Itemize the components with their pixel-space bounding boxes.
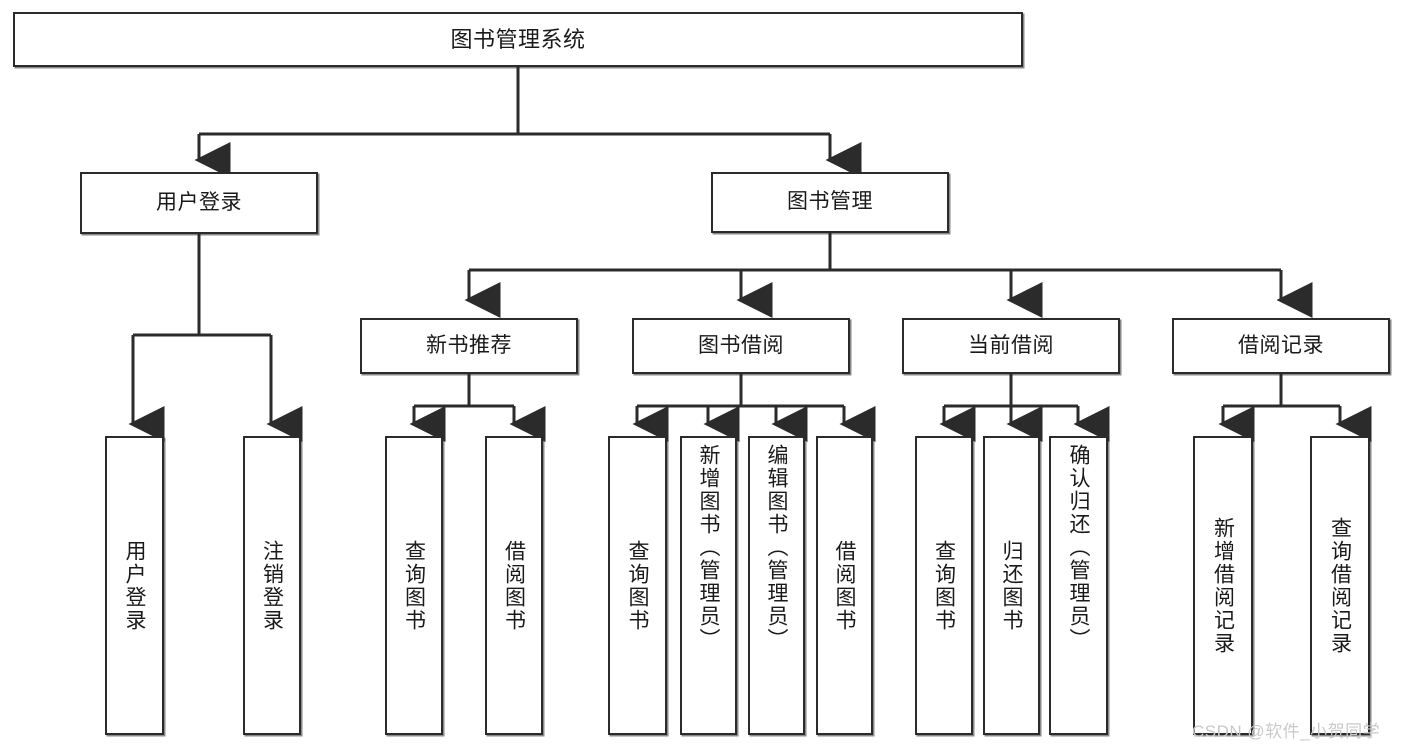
leaf-query-record-label: 查询借阅记录: [1328, 516, 1352, 655]
node-book-management-label: 图书管理: [787, 190, 873, 214]
leaf-return-book[interactable]: 归还图书: [983, 436, 1040, 735]
leaf-add-record-label: 新增借阅记录: [1211, 516, 1235, 655]
node-user-login[interactable]: 用户登录: [80, 172, 318, 234]
leaf-edit-book[interactable]: 编辑图书（管理员）: [748, 436, 805, 735]
node-root[interactable]: 图书管理系统: [13, 12, 1023, 67]
node-borrow-record[interactable]: 借阅记录: [1172, 318, 1390, 374]
node-borrow-record-label: 借阅记录: [1238, 333, 1324, 357]
node-user-login-label: 用户登录: [156, 190, 242, 214]
leaf-edit-book-label: 编辑图书（管理员）: [765, 444, 788, 651]
node-new-book-recommend-label: 新书推荐: [426, 333, 512, 357]
leaf-query-book-3-label: 查询图书: [932, 539, 956, 632]
leaf-borrow-book-1[interactable]: 借阅图书: [485, 436, 543, 735]
leaf-add-book[interactable]: 新增图书（管理员）: [680, 436, 737, 735]
leaf-borrow-book-2-label: 借阅图书: [833, 539, 856, 632]
leaf-query-book-1-label: 查询图书: [402, 539, 426, 632]
node-current-borrow-label: 当前借阅: [968, 333, 1054, 357]
leaf-logout-login[interactable]: 注销登录: [243, 436, 301, 735]
leaf-query-book-2[interactable]: 查询图书: [608, 436, 667, 735]
leaf-add-record[interactable]: 新增借阅记录: [1193, 436, 1253, 735]
node-current-borrow[interactable]: 当前借阅: [902, 318, 1120, 374]
leaf-borrow-book-1-label: 借阅图书: [502, 539, 526, 632]
leaf-add-book-label: 新增图书（管理员）: [697, 444, 720, 651]
leaf-return-book-label: 归还图书: [1000, 539, 1023, 632]
leaf-user-login-label: 用户登录: [123, 539, 146, 632]
leaf-query-book-2-label: 查询图书: [626, 539, 649, 632]
leaf-query-record[interactable]: 查询借阅记录: [1310, 436, 1370, 735]
node-new-book-recommend[interactable]: 新书推荐: [360, 318, 578, 374]
leaf-query-book-1[interactable]: 查询图书: [385, 436, 443, 735]
node-root-label: 图书管理系统: [450, 26, 586, 52]
node-book-borrow-label: 图书借阅: [698, 333, 784, 357]
leaf-query-book-3[interactable]: 查询图书: [915, 436, 973, 735]
leaf-confirm-return[interactable]: 确认归还（管理员）: [1049, 436, 1108, 735]
leaf-user-login[interactable]: 用户登录: [105, 436, 164, 735]
leaf-confirm-return-label: 确认归还（管理员）: [1067, 444, 1090, 651]
node-book-borrow[interactable]: 图书借阅: [632, 318, 850, 374]
node-book-management[interactable]: 图书管理: [711, 172, 949, 233]
leaf-logout-login-label: 注销登录: [260, 539, 284, 632]
leaf-borrow-book-2[interactable]: 借阅图书: [816, 436, 873, 735]
